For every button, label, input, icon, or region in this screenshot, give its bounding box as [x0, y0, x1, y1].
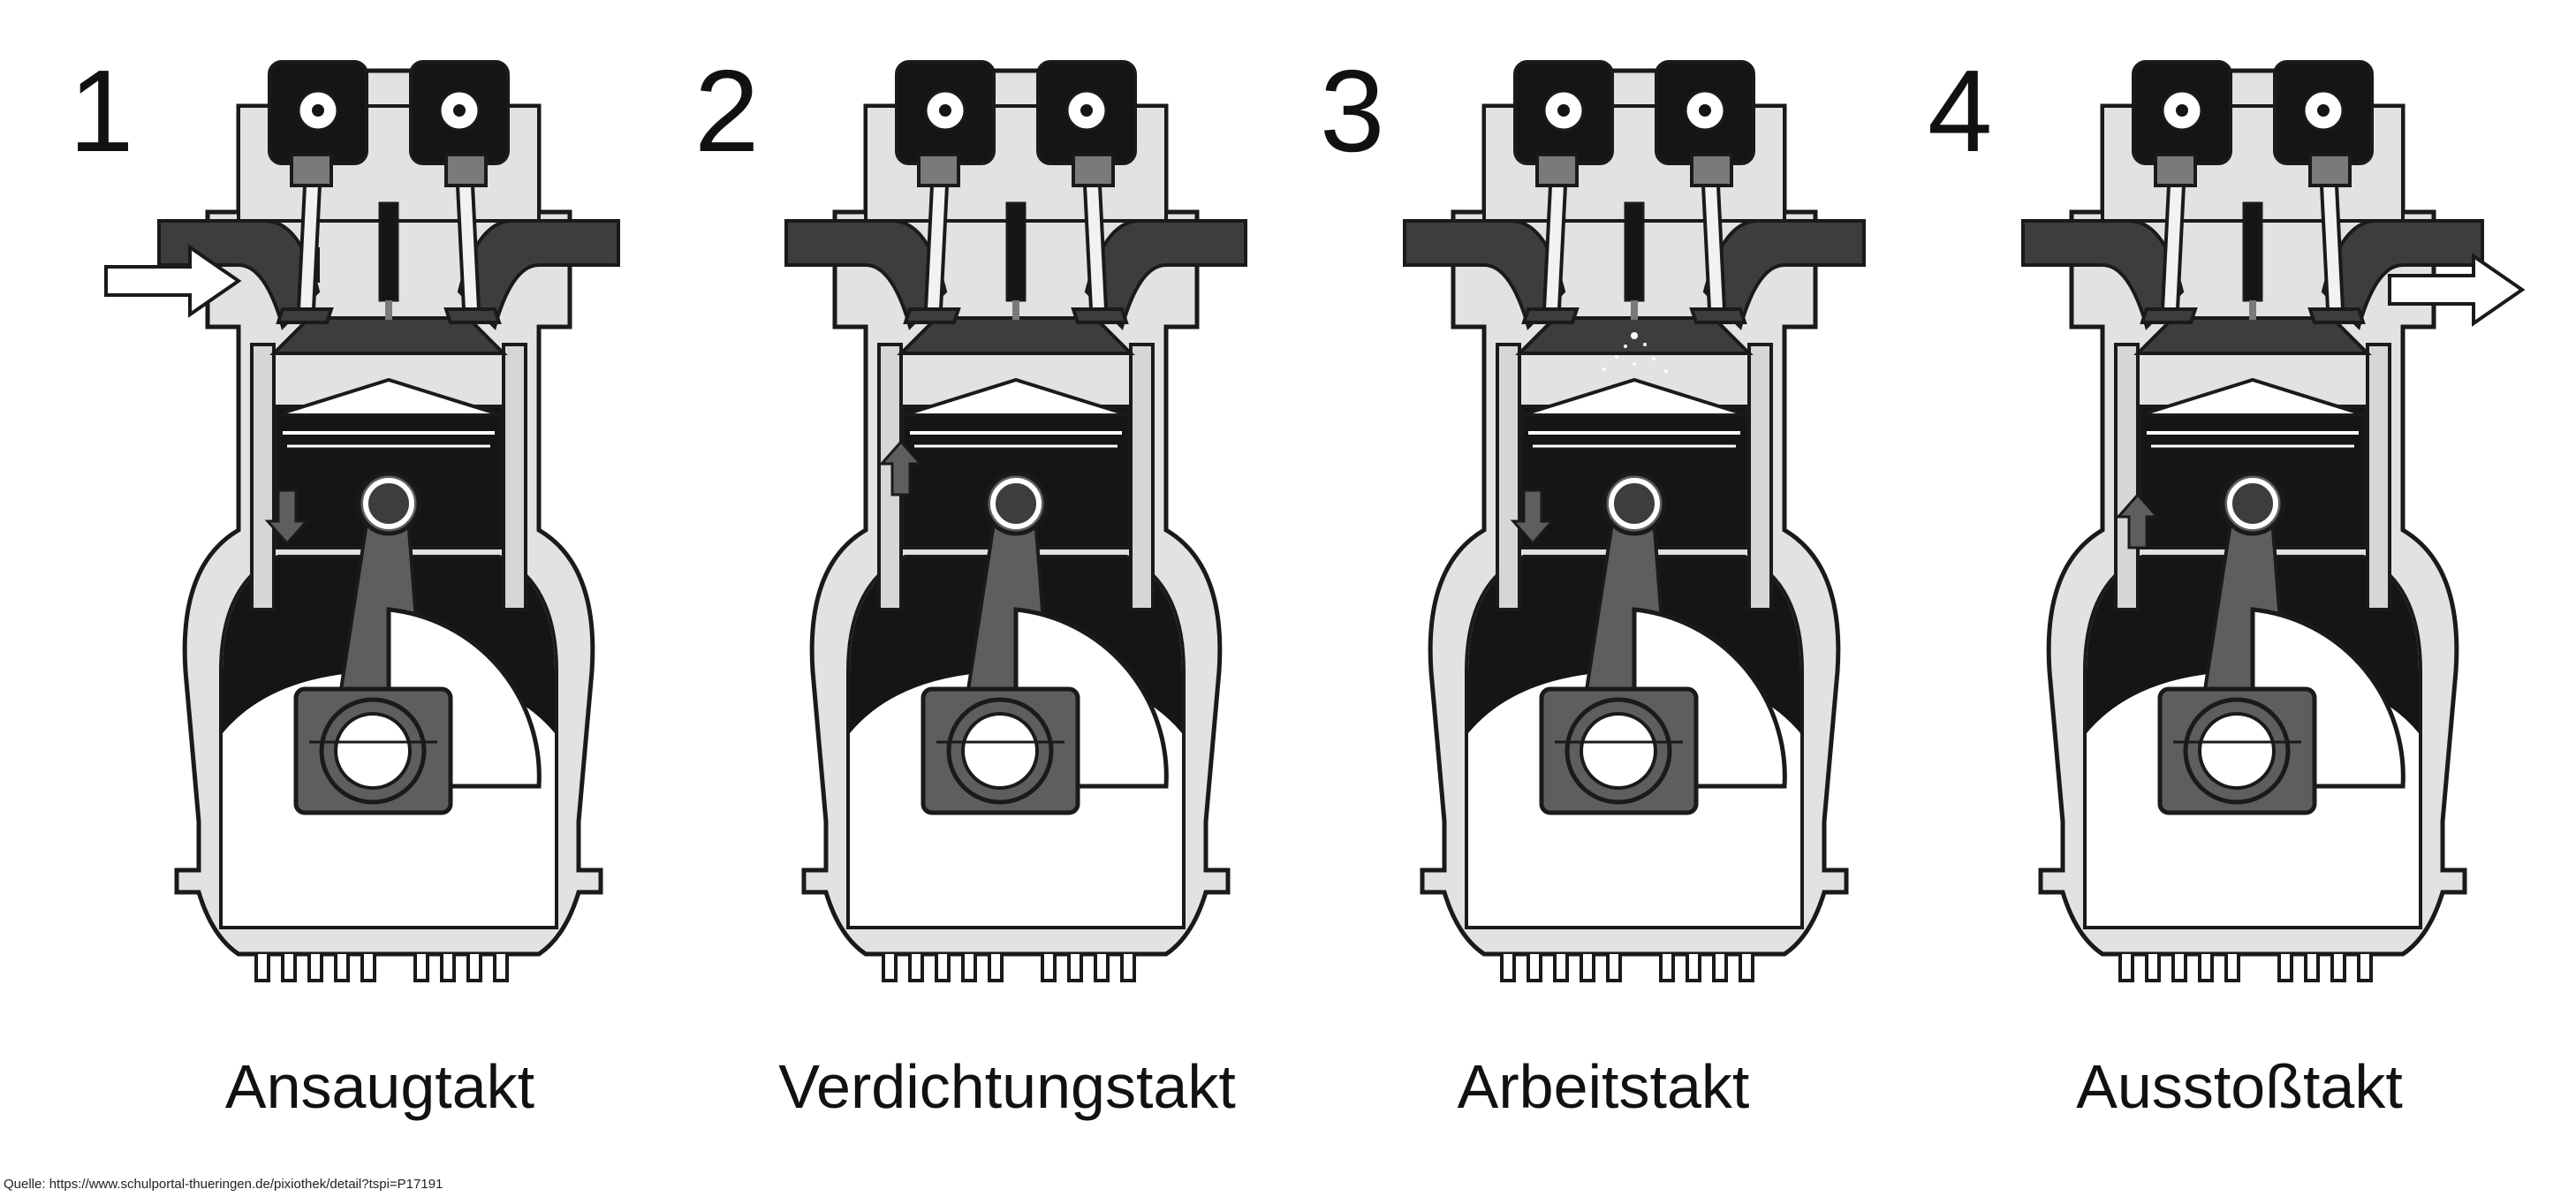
stroke-label-power: Arbeitstakt	[1457, 1052, 1750, 1121]
panel-number-2: 2	[694, 46, 760, 176]
source-credit: Quelle: https://www.schulportal-thuering…	[4, 1177, 443, 1192]
engine-panel-3	[1405, 62, 1864, 981]
stroke-label-compression: Verdichtungstakt	[778, 1052, 1236, 1121]
stroke-label-intake: Ansaugtakt	[224, 1052, 535, 1121]
panel-number-3: 3	[1320, 46, 1385, 176]
panel-number-1: 1	[69, 46, 134, 176]
panel-number-4: 4	[1928, 46, 1993, 176]
engine-panel-4	[2023, 62, 2482, 981]
ignition-spark-icon	[1602, 332, 1668, 373]
stroke-label-exhaust: Ausstoßtakt	[2076, 1052, 2403, 1121]
engine-panel-2	[786, 62, 1246, 981]
intake-arrow	[104, 244, 242, 318]
engine-panel-1	[159, 62, 618, 981]
exhaust-arrow	[2388, 253, 2526, 327]
